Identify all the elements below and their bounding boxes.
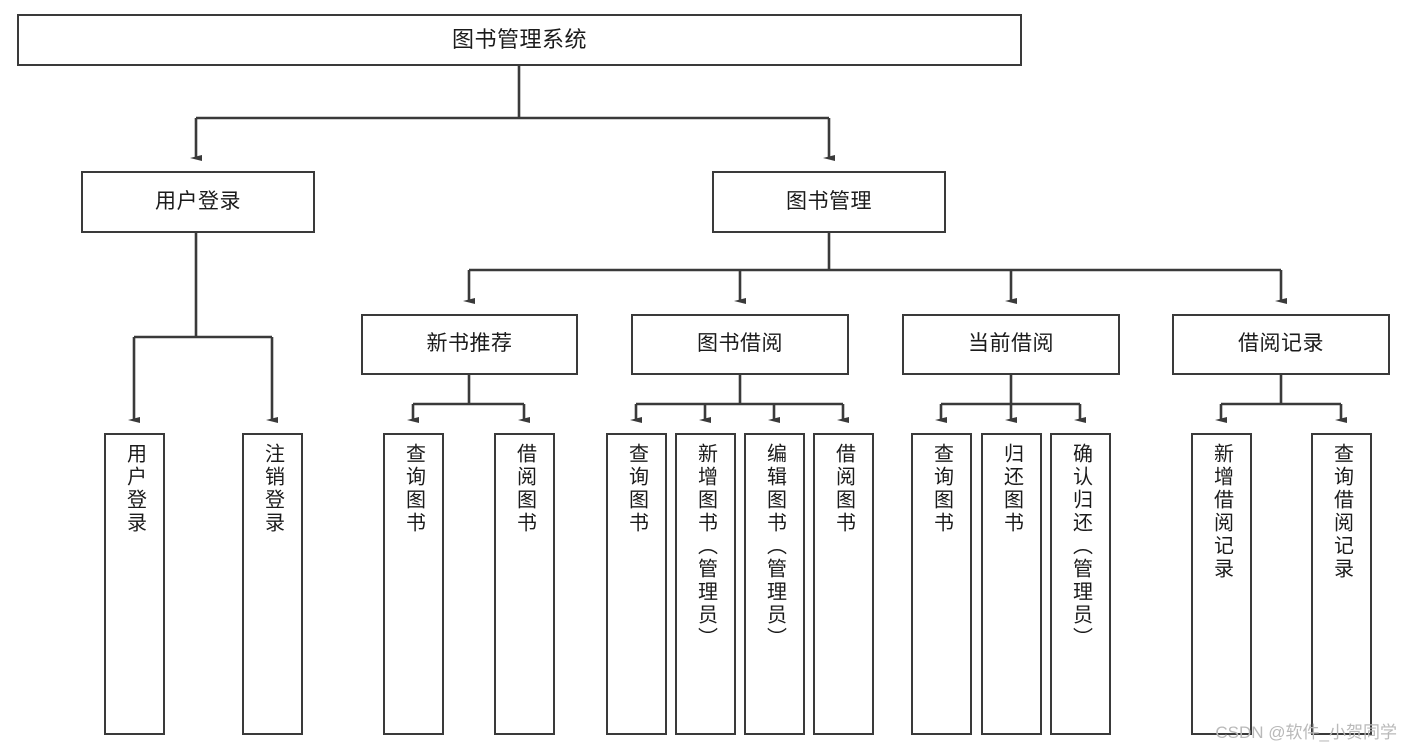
node-label: 当前借阅 bbox=[968, 332, 1054, 356]
leaf-borrow-record-add[interactable]: 新增借阅记录 bbox=[1191, 433, 1252, 735]
leaf-new-book-borrow[interactable]: 借阅图书 bbox=[494, 433, 555, 735]
node-book-borrow[interactable]: 图书借阅 bbox=[631, 314, 849, 375]
node-label: 用户登录 bbox=[155, 189, 241, 213]
leaf-new-book-query[interactable]: 查询图书 bbox=[383, 433, 444, 735]
node-label: 借阅图书 bbox=[513, 443, 536, 535]
node-label: 查询借阅记录 bbox=[1330, 443, 1353, 581]
leaf-book-borrow-query[interactable]: 查询图书 bbox=[606, 433, 667, 735]
node-label: 新增图书（管理员） bbox=[694, 443, 717, 650]
node-label: 查询图书 bbox=[930, 443, 953, 535]
leaf-current-borrow-confirm-return[interactable]: 确认归还（管理员） bbox=[1050, 433, 1111, 735]
node-book-management-system[interactable]: 图书管理系统 bbox=[17, 14, 1022, 66]
node-label: 查询图书 bbox=[625, 443, 648, 535]
node-label: 借阅图书 bbox=[832, 443, 855, 535]
watermark-text: CSDN @软件_小贺同学 bbox=[1215, 723, 1397, 742]
node-label: 图书借阅 bbox=[697, 332, 783, 356]
node-label: 用户登录 bbox=[123, 443, 146, 535]
leaf-current-borrow-return[interactable]: 归还图书 bbox=[981, 433, 1042, 735]
node-user-login[interactable]: 用户登录 bbox=[81, 171, 315, 233]
leaf-book-borrow-borrow[interactable]: 借阅图书 bbox=[813, 433, 874, 735]
node-book-management[interactable]: 图书管理 bbox=[712, 171, 946, 233]
node-current-borrow[interactable]: 当前借阅 bbox=[902, 314, 1120, 375]
leaf-user-login-logout[interactable]: 注销登录 bbox=[242, 433, 303, 735]
node-label: 查询图书 bbox=[402, 443, 425, 535]
node-label: 新增借阅记录 bbox=[1210, 443, 1233, 581]
leaf-current-borrow-query[interactable]: 查询图书 bbox=[911, 433, 972, 735]
node-new-book-recommend[interactable]: 新书推荐 bbox=[361, 314, 578, 375]
node-label: 新书推荐 bbox=[426, 332, 513, 356]
node-label: 注销登录 bbox=[261, 443, 284, 535]
leaf-user-login-login[interactable]: 用户登录 bbox=[104, 433, 165, 735]
leaf-book-borrow-add[interactable]: 新增图书（管理员） bbox=[675, 433, 736, 735]
leaf-book-borrow-edit[interactable]: 编辑图书（管理员） bbox=[744, 433, 805, 735]
node-label: 借阅记录 bbox=[1238, 332, 1324, 356]
node-label: 编辑图书（管理员） bbox=[763, 443, 786, 650]
node-label: 图书管理系统 bbox=[451, 27, 587, 53]
node-label: 图书管理 bbox=[786, 189, 872, 213]
leaf-borrow-record-query[interactable]: 查询借阅记录 bbox=[1311, 433, 1372, 735]
node-borrow-record[interactable]: 借阅记录 bbox=[1172, 314, 1390, 375]
node-label: 确认归还（管理员） bbox=[1069, 443, 1092, 650]
node-label: 归还图书 bbox=[1000, 443, 1023, 535]
